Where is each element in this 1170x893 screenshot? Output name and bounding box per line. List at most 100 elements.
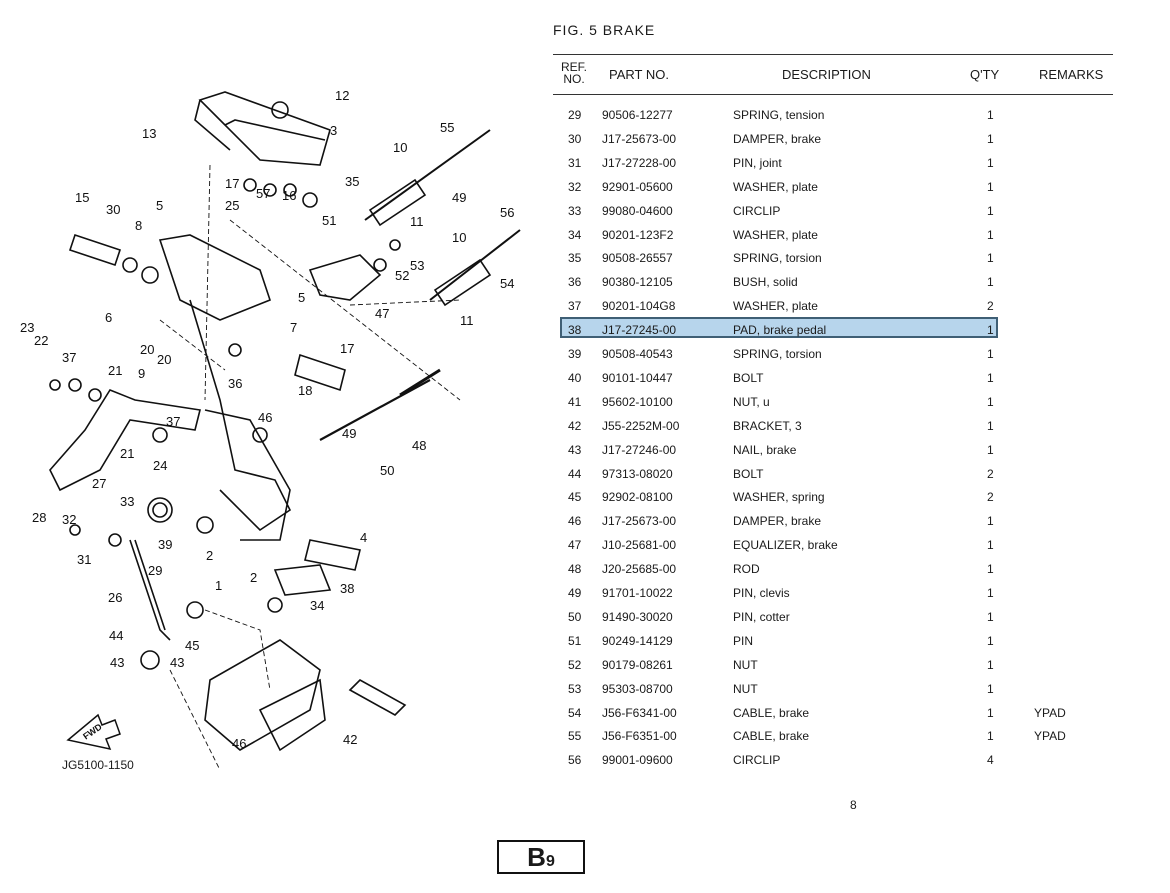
description-cell: PIN, clevis bbox=[733, 586, 790, 600]
qty-cell: 1 bbox=[987, 179, 994, 194]
callout: 30 bbox=[106, 202, 120, 217]
callout: 7 bbox=[290, 320, 297, 335]
part-no-cell: 97313-08020 bbox=[602, 466, 673, 481]
callout: 38 bbox=[340, 581, 354, 596]
ref-no-cell: 36 bbox=[568, 275, 582, 290]
qty-cell: 1 bbox=[987, 562, 994, 577]
ref-no-cell: 40 bbox=[568, 370, 582, 385]
header-remarks: REMARKS bbox=[1039, 67, 1104, 82]
callout: 11 bbox=[460, 313, 474, 328]
callout: 2 bbox=[250, 570, 257, 585]
qty-cell: 1 bbox=[987, 155, 994, 170]
qty-cell: 1 bbox=[987, 705, 994, 720]
qty-cell: 2 bbox=[987, 466, 994, 481]
callout: 25 bbox=[225, 198, 239, 213]
part-no-cell: 90201-104G8 bbox=[602, 299, 676, 314]
callout: 9 bbox=[138, 366, 145, 381]
header-part-no: PART NO. bbox=[609, 67, 669, 82]
header-qty: Q'TY bbox=[970, 67, 1000, 82]
callout: 49 bbox=[342, 426, 356, 441]
ref-no-cell: 44 bbox=[568, 466, 582, 481]
page-number: 8 bbox=[850, 798, 857, 812]
callout: 42 bbox=[343, 732, 357, 747]
part-no-cell: 90179-08261 bbox=[602, 657, 673, 672]
callout: 50 bbox=[380, 463, 394, 478]
callout: 2 bbox=[206, 548, 213, 563]
description-cell: SPRING, torsion bbox=[733, 251, 822, 266]
callout: 3 bbox=[330, 123, 337, 138]
part-no-cell: 90380-12105 bbox=[602, 275, 673, 290]
qty-cell: 1 bbox=[987, 227, 994, 242]
part-no-cell: 92901-05600 bbox=[602, 179, 673, 194]
qty-cell: 2 bbox=[987, 299, 994, 314]
part-no-cell: J17-27245-00 bbox=[602, 323, 677, 338]
description-cell: NUT, u bbox=[733, 394, 770, 409]
callout: 51 bbox=[322, 213, 336, 228]
callout: 32 bbox=[62, 512, 76, 527]
ref-no-cell: 43 bbox=[568, 442, 582, 457]
description-cell: PIN bbox=[733, 633, 754, 648]
callout: 47 bbox=[375, 306, 389, 321]
callout: 34 bbox=[310, 598, 324, 613]
qty-cell: 1 bbox=[987, 275, 994, 290]
description-cell: CABLE, brake bbox=[733, 729, 810, 744]
ref-no-cell: 31 bbox=[568, 155, 582, 170]
callout: 5 bbox=[156, 198, 163, 213]
qty-cell: 1 bbox=[987, 609, 994, 624]
part-no-cell: J17-25673-00 bbox=[602, 131, 677, 146]
highlighted-row-frame bbox=[560, 317, 998, 338]
callout: 17 bbox=[225, 176, 239, 191]
callout: 46 bbox=[258, 410, 272, 425]
callout: 33 bbox=[120, 494, 134, 509]
description-cell: WASHER, plate bbox=[733, 299, 818, 314]
description-cell: DAMPER, brake bbox=[733, 514, 822, 529]
figure-code: JG5100-1150 bbox=[62, 758, 134, 772]
callout: 21 bbox=[120, 446, 134, 461]
qty-cell: 1 bbox=[987, 370, 994, 385]
ref-no-cell: 47 bbox=[568, 538, 582, 553]
part-no-cell: 90101-10447 bbox=[602, 370, 673, 385]
description-cell: CABLE, brake bbox=[733, 705, 810, 720]
qty-cell: 1 bbox=[987, 131, 994, 146]
ref-no-cell: 54 bbox=[568, 705, 582, 720]
ref-no-cell: 33 bbox=[568, 203, 582, 218]
part-no-cell: 99001-09600 bbox=[602, 753, 673, 768]
part-no-cell: J17-27228-00 bbox=[602, 155, 677, 170]
qty-cell: 1 bbox=[987, 203, 994, 218]
qty-cell: 1 bbox=[987, 418, 994, 433]
ref-no-cell: 42 bbox=[568, 418, 582, 433]
callout: 17 bbox=[340, 341, 354, 356]
callout: 20 bbox=[157, 352, 171, 367]
qty-cell: 2 bbox=[987, 490, 994, 505]
description-cell: DAMPER, brake bbox=[733, 131, 822, 146]
part-no-cell: 90201-123F2 bbox=[602, 227, 674, 242]
callout: 6 bbox=[105, 310, 112, 325]
qty-cell: 1 bbox=[987, 514, 994, 529]
part-no-cell: J56-F6341-00 bbox=[602, 705, 677, 720]
exploded-parts-diagram: 12 13 3 10 55 17 35 49 15 30 5 25 57 16 … bbox=[20, 88, 521, 771]
callout: 1 bbox=[215, 578, 222, 593]
description-cell: EQUALIZER, brake bbox=[733, 538, 838, 553]
description-cell: NUT bbox=[733, 657, 758, 672]
qty-cell: 1 bbox=[987, 633, 994, 648]
part-no-cell: 99080-04600 bbox=[602, 203, 673, 218]
callout: 23 bbox=[20, 320, 34, 335]
description-cell: NUT bbox=[733, 681, 758, 696]
qty-cell: 4 bbox=[987, 753, 994, 768]
description-cell: PAD, brake pedal bbox=[733, 323, 827, 338]
callout: 53 bbox=[410, 258, 424, 273]
description-cell: PIN, cotter bbox=[733, 609, 790, 624]
callout: 13 bbox=[142, 126, 156, 141]
ref-no-cell: 51 bbox=[568, 633, 582, 648]
description-cell: CIRCLIP bbox=[733, 203, 781, 218]
figure-title: FIG. 5 BRAKE bbox=[553, 22, 656, 38]
